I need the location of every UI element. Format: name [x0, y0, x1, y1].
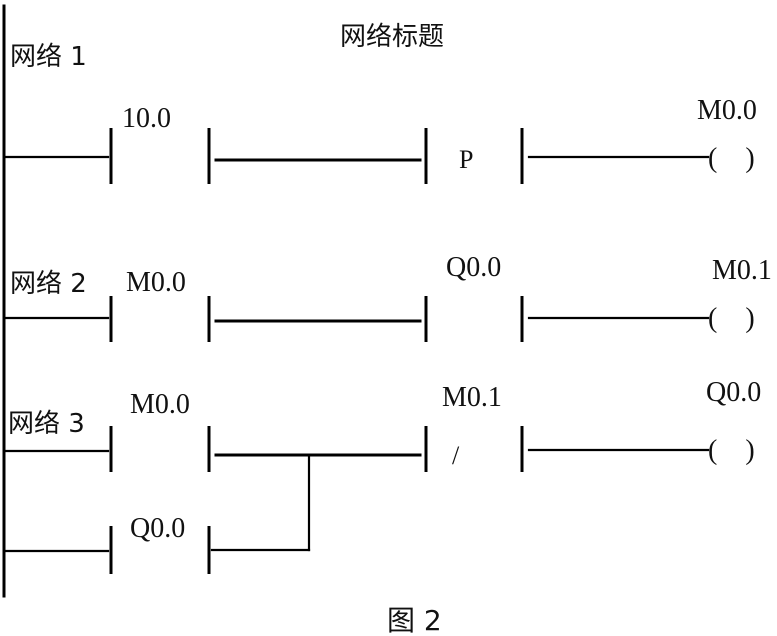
network-1-label: 网络 1 — [10, 42, 87, 72]
network-1-coil-symbol: ( ) — [708, 143, 755, 174]
network-3-contact-1-address: M0.0 — [130, 389, 190, 420]
network-3-contact-2-address: M0.1 — [442, 382, 502, 413]
network-1-coil-address: M0.0 — [697, 95, 757, 126]
network-1: 网络 1 10.0 P M0.0 ( ) — [4, 42, 757, 184]
network-2-contact-1-address: M0.0 — [126, 267, 186, 298]
network-2: 网络 2 M0.0 Q0.0 M0.1 ( ) — [4, 252, 772, 342]
network-2-coil-address: M0.1 — [712, 255, 772, 286]
network-1-contact-2-symbol: P — [459, 145, 473, 174]
network-3-label: 网络 3 — [8, 409, 85, 439]
figure-caption: 图 2 — [387, 604, 442, 636]
network-1-contact-1-address: 10.0 — [122, 103, 171, 134]
network-title: 网络标题 — [340, 22, 444, 52]
network-3-contact-2-nc-symbol: / — [452, 441, 460, 470]
network-3-coil-symbol: ( ) — [708, 435, 755, 466]
network-3: 网络 3 M0.0 M0.1 / Q0.0 ( ) Q0.0 — [4, 377, 761, 574]
network-2-label: 网络 2 — [10, 269, 87, 299]
network-3-coil-address: Q0.0 — [706, 377, 761, 408]
network-2-contact-2-address: Q0.0 — [446, 252, 501, 283]
network-2-coil-symbol: ( ) — [708, 303, 755, 334]
network-3-branch-contact-address: Q0.0 — [130, 513, 185, 544]
